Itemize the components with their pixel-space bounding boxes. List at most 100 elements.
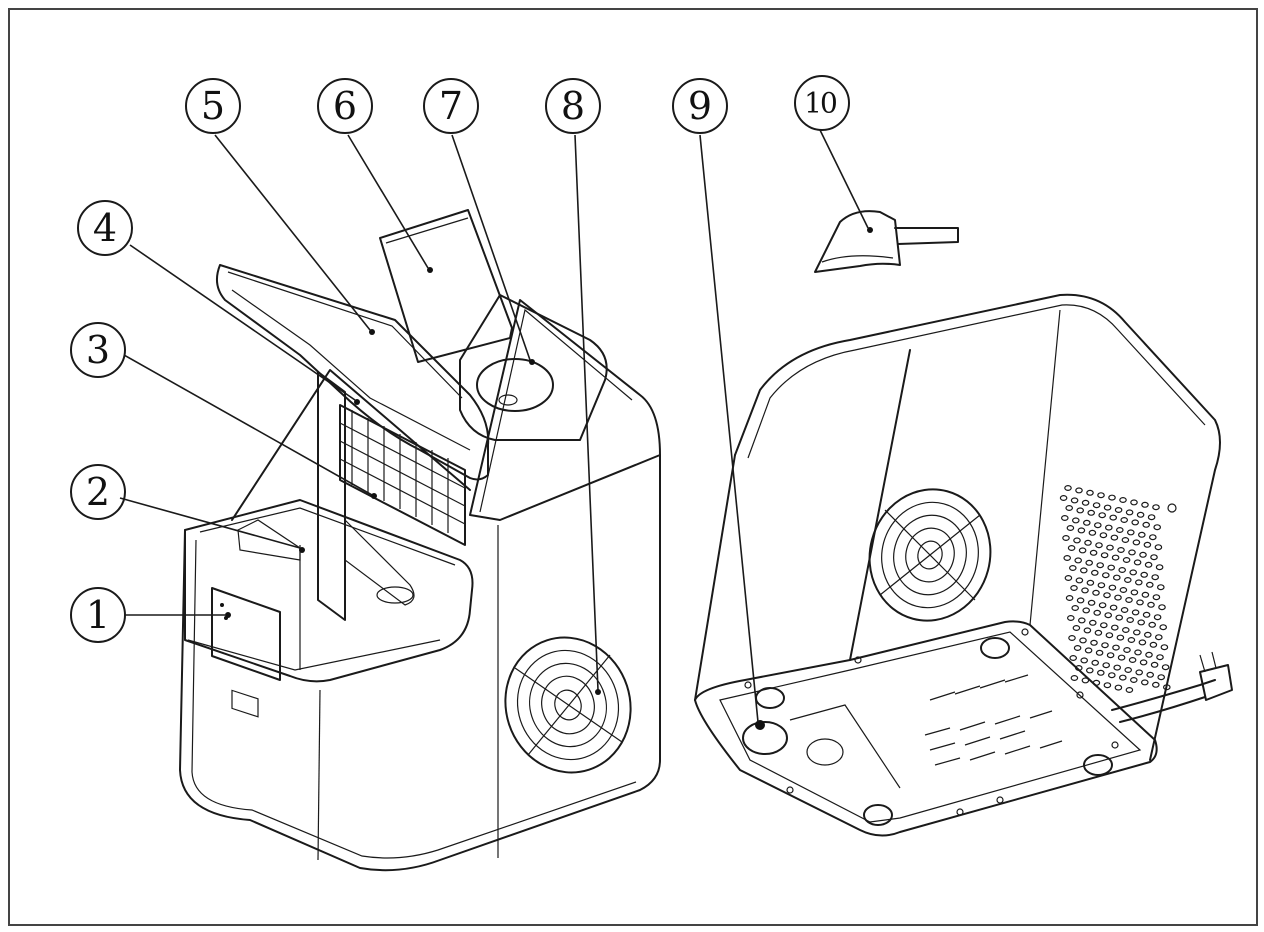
vent-hole (1086, 579, 1095, 586)
vent-hole (1139, 551, 1147, 558)
vent-hole (1108, 584, 1117, 591)
vent-hole (1149, 534, 1157, 541)
vent-hole (1112, 644, 1120, 651)
vent-hole (1105, 632, 1114, 639)
vent-hole (1059, 495, 1068, 502)
vent-hole (1147, 514, 1156, 521)
vent-hole (1114, 594, 1122, 601)
callout-label-10: 10 (804, 87, 836, 120)
vent-hole (1109, 514, 1118, 521)
vent-hole (1151, 574, 1160, 581)
vent-hole (1136, 511, 1145, 518)
vent-hole (1110, 534, 1119, 541)
vent-hole (1080, 567, 1088, 574)
vent-hole (1117, 546, 1125, 553)
vent-hole (1117, 654, 1126, 661)
callout-6: 6 (317, 78, 373, 134)
vent-hole (1094, 522, 1102, 529)
vent-hole (1097, 582, 1106, 589)
vent-hole (1103, 592, 1111, 599)
vent-hole (1157, 584, 1165, 591)
vent-hole (1146, 671, 1155, 678)
vent-hole (1092, 502, 1101, 509)
vent-hole (1115, 614, 1124, 621)
lid (215, 264, 490, 481)
vent-hole (1104, 612, 1113, 619)
callout-label-8: 8 (561, 84, 585, 128)
vent-hole (1143, 541, 1152, 548)
vent-hole (1074, 557, 1083, 564)
vent-hole (1111, 554, 1120, 561)
vent-hole (1105, 524, 1113, 531)
vent-hole (1121, 536, 1130, 543)
callout-8: 8 (545, 78, 601, 134)
vent-hole (1128, 549, 1136, 556)
vent-hole (1148, 621, 1157, 628)
vent-hole (1140, 571, 1149, 578)
vent-hole (1119, 674, 1127, 681)
vent-hole (1126, 616, 1135, 623)
vent-hole (1153, 614, 1162, 621)
vent-hole (1130, 589, 1139, 596)
callout-label-1: 1 (86, 593, 110, 637)
vent-hole (1087, 599, 1096, 606)
vent-hole (1152, 681, 1160, 688)
vent-hole (1086, 667, 1094, 674)
leader-lines (119, 129, 873, 723)
vent-hole (1081, 587, 1089, 594)
vent-hole (1099, 532, 1108, 539)
vent-hole (1116, 526, 1124, 533)
vent-hole (1116, 634, 1125, 641)
callout-9: 9 (672, 78, 728, 134)
vent-hole (1145, 651, 1153, 658)
vent-hole (1095, 649, 1104, 656)
vent-hole (1067, 614, 1075, 621)
vent-hole (1144, 631, 1152, 638)
vent-hole (1088, 529, 1097, 536)
vent-hole (1130, 676, 1138, 683)
vent-hole (1101, 642, 1109, 649)
vent-hole (1152, 504, 1160, 511)
vent-hole (1070, 584, 1078, 591)
vent-hole (1083, 627, 1092, 634)
vent-hole (1161, 664, 1170, 671)
vent-hole (1075, 664, 1083, 671)
vent-hole (1160, 644, 1169, 651)
vent-hole (1079, 637, 1087, 644)
vent-hole (1086, 489, 1094, 496)
vent-hole (1090, 639, 1098, 646)
vent-hole (1155, 564, 1164, 571)
ice-maker-bottom-view (694, 293, 1233, 837)
vent-hole (1065, 505, 1074, 512)
vent-hole (1066, 524, 1075, 531)
side-vent-holes (1059, 485, 1171, 693)
bin-rim (184, 499, 474, 683)
vent-hole (1075, 577, 1084, 584)
vent-hole (1156, 654, 1164, 661)
vent-hole (1147, 601, 1155, 608)
vent-hole (1083, 519, 1091, 526)
vent-hole (1120, 606, 1129, 613)
vent-hole (1155, 634, 1163, 641)
vent-hole (1102, 572, 1110, 579)
vent-hole (1072, 624, 1081, 631)
vent-hole (1113, 574, 1121, 581)
vent-hole (1133, 629, 1141, 636)
callout-1: 1 (70, 587, 126, 643)
vent-hole (1081, 499, 1090, 506)
vent-hole (1100, 552, 1109, 559)
vent-hole (1080, 657, 1089, 664)
vent-hole (1098, 512, 1107, 519)
vent-hole (1097, 669, 1105, 676)
vent-hole (1133, 559, 1142, 566)
vent-hole (1071, 604, 1080, 611)
callout-3: 3 (70, 322, 126, 378)
vent-hole (1087, 509, 1096, 516)
power-cord (1111, 651, 1233, 723)
callout-label-4: 4 (93, 206, 117, 250)
callout-label-5: 5 (201, 84, 225, 128)
callout-label-3: 3 (86, 328, 110, 372)
vent-hole (1119, 497, 1127, 504)
fan-grille-right (868, 488, 992, 622)
callout-label-2: 2 (86, 470, 110, 514)
